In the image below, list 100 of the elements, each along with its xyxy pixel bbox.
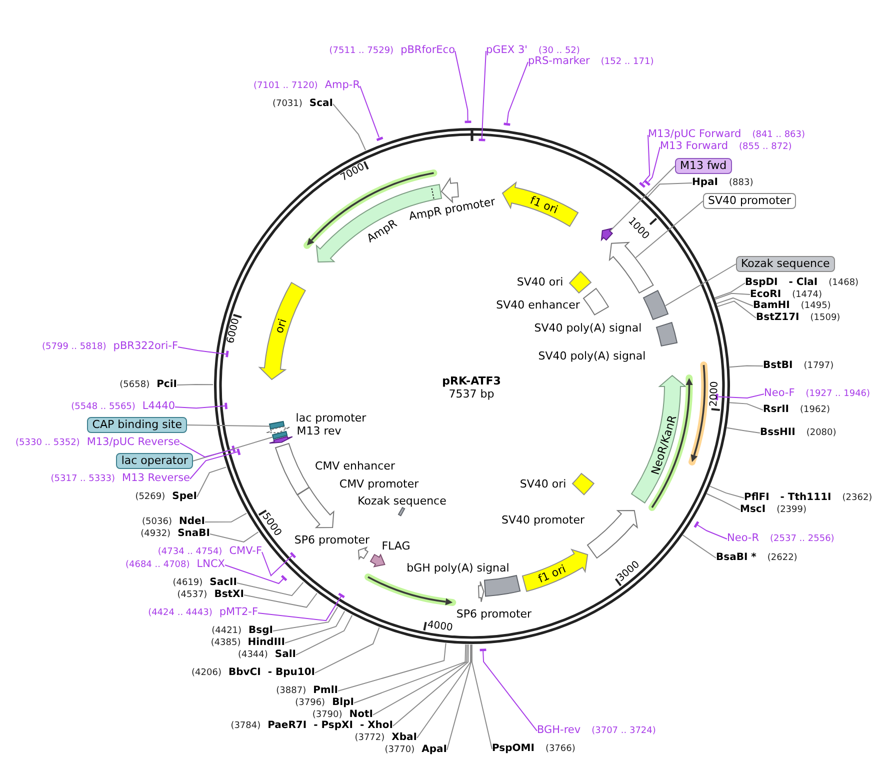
primer-name: Neo-F xyxy=(764,388,795,400)
leader-line xyxy=(204,512,247,522)
leader-line xyxy=(192,436,273,462)
site-position: (3796) xyxy=(295,699,326,709)
leader-line xyxy=(446,644,472,750)
leader-line xyxy=(186,424,270,427)
site-position: (4385) xyxy=(210,639,241,649)
primer-mark xyxy=(236,446,242,456)
site-position: (4932) xyxy=(140,530,171,540)
primer-range: (7101 .. 7120) xyxy=(254,82,318,92)
primer-range: (5330 .. 5352) xyxy=(16,439,80,449)
leader-line xyxy=(176,384,214,386)
feature-label: M13 rev xyxy=(296,425,342,436)
primer-name: M13 Reverse xyxy=(122,473,190,485)
feature-callout: SV40 promoter xyxy=(703,193,796,209)
primer-mark xyxy=(374,136,384,142)
leader-line xyxy=(314,627,380,674)
leader-line xyxy=(190,451,238,480)
site-position: (4537) xyxy=(177,591,208,601)
feature-label: SV40 enhancer xyxy=(496,299,580,310)
leader-line xyxy=(665,264,736,306)
leader-line xyxy=(728,365,764,368)
feature-label: bGH poly(A) signal xyxy=(406,562,510,573)
leader-line xyxy=(210,532,259,542)
binding-site-block xyxy=(268,420,286,430)
leader-line xyxy=(471,644,492,750)
primer-mark xyxy=(288,550,297,560)
site-position: (4344) xyxy=(238,651,268,661)
feature-label: SV40 promoter xyxy=(501,514,584,525)
site-position: (4619) xyxy=(172,579,203,589)
enzyme-name: PciI xyxy=(156,379,177,390)
feature-label: ori xyxy=(273,317,288,334)
enzyme-name: EcoRI xyxy=(750,288,782,300)
site-position: (4421) xyxy=(212,627,242,637)
leader-line xyxy=(610,166,676,232)
feature-callout: lac operator xyxy=(116,453,193,469)
enzyme-name: SpeI xyxy=(172,491,197,502)
primer-name: pMT2-F xyxy=(219,607,258,619)
feature-label: FLAG xyxy=(382,540,410,551)
site-position: (1962) xyxy=(800,406,830,416)
primer-name: M13/pUC Forward xyxy=(648,129,742,141)
enzyme-name: - XhoI xyxy=(360,720,393,732)
leader-line xyxy=(236,582,304,596)
enzyme-name: XbaI xyxy=(392,732,417,744)
primer-mark xyxy=(231,444,236,454)
tick-label: 2000 xyxy=(709,382,720,408)
feature-label: SP6 promoter xyxy=(456,608,532,619)
enzyme-name: BstXI xyxy=(214,589,244,600)
primer-name: pRS-marker xyxy=(528,56,590,68)
leader-line xyxy=(728,402,764,410)
tick-label: 7000 xyxy=(339,162,366,184)
leader-line xyxy=(481,50,486,140)
site-position: (3766) xyxy=(545,745,576,755)
site-position: (5269) xyxy=(135,493,166,503)
leader-line xyxy=(482,650,538,732)
feature-label: Kozak sequence xyxy=(358,495,446,506)
feature-label: SP6 promoter xyxy=(294,534,370,545)
feature-label: SV40 ori xyxy=(520,478,566,489)
site-position: (3770) xyxy=(384,746,415,756)
feature-label: AmpR promoter xyxy=(408,196,496,222)
enzyme-name: RsrII xyxy=(763,404,790,416)
primer-name: pBR322ori-F xyxy=(113,341,178,353)
site-position: (1797) xyxy=(804,362,834,372)
leader-line xyxy=(196,466,227,498)
leader-line xyxy=(714,282,746,298)
leader-line xyxy=(360,86,380,138)
enzyme-name: - Bpu10I xyxy=(268,667,315,678)
enzyme-name: BamHI xyxy=(753,300,790,312)
leader-line xyxy=(262,552,292,577)
primer-name: Neo-R xyxy=(727,533,760,545)
primer-mark xyxy=(643,178,652,187)
feature-label: SV40 poly(A) signal xyxy=(538,350,646,361)
enzyme-name: PmlI xyxy=(313,685,338,696)
enzyme-name: BspDI xyxy=(745,277,778,288)
enzyme-name: PspOMI xyxy=(492,743,534,754)
primer-range: (841 .. 863) xyxy=(752,131,806,141)
enzyme-name: SacII xyxy=(210,577,237,588)
leader-line xyxy=(642,134,650,184)
primer-range: (2537 .. 2556) xyxy=(770,535,834,545)
site-position: (1509) xyxy=(810,314,840,324)
primer-range: (5548 .. 5565) xyxy=(71,403,136,413)
enzyme-name: PaeR7I xyxy=(268,720,307,732)
leader-line xyxy=(454,50,468,122)
feature-label: CMV enhancer xyxy=(315,460,395,471)
enzyme-name: HindIII xyxy=(248,637,285,648)
site-position: (4206) xyxy=(192,669,222,679)
leader-line xyxy=(284,610,346,644)
leader-line xyxy=(180,442,234,458)
leader-line xyxy=(392,644,469,726)
primer-name: Amp-R xyxy=(324,80,360,92)
primer-site-segment xyxy=(600,226,614,242)
leader-line xyxy=(178,346,227,355)
enzyme-name: BssHII xyxy=(760,427,796,438)
leader-line xyxy=(717,300,756,318)
leader-line xyxy=(647,182,692,198)
enzyme-name: BbvCI xyxy=(228,667,261,678)
enzyme-name: PflFI xyxy=(744,492,770,504)
leader-line xyxy=(709,486,744,498)
primer-name: M13 Forward xyxy=(660,141,728,153)
primer-mark xyxy=(462,120,473,124)
